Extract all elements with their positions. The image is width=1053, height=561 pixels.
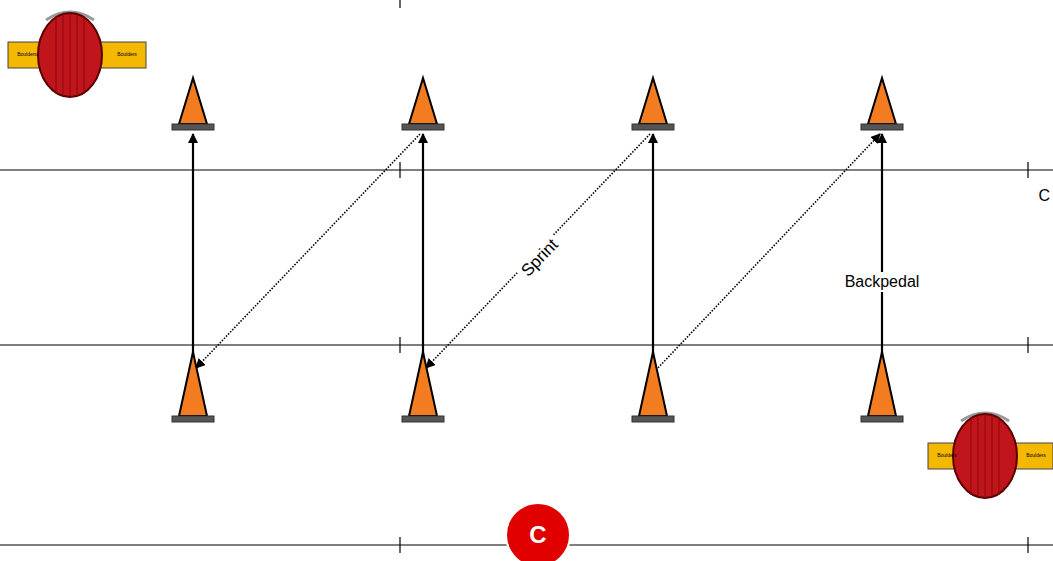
bar-text: Boulders [117, 52, 137, 58]
sprint-arrows [196, 134, 880, 370]
backpedal-label: Backpedal [841, 272, 924, 292]
sprint-label: Sprint [514, 232, 565, 284]
player-icon [928, 413, 1053, 498]
bar-text: Boulders [1026, 453, 1046, 459]
bar-text: Boulders [17, 52, 37, 58]
backpedal-arrows [193, 134, 882, 370]
node-text: C [529, 521, 546, 549]
coach-circle: C [505, 502, 571, 561]
cones [172, 78, 903, 422]
player-icon [8, 12, 146, 97]
cut-text: C [1038, 187, 1050, 205]
bar-text: Boulders [937, 453, 957, 459]
